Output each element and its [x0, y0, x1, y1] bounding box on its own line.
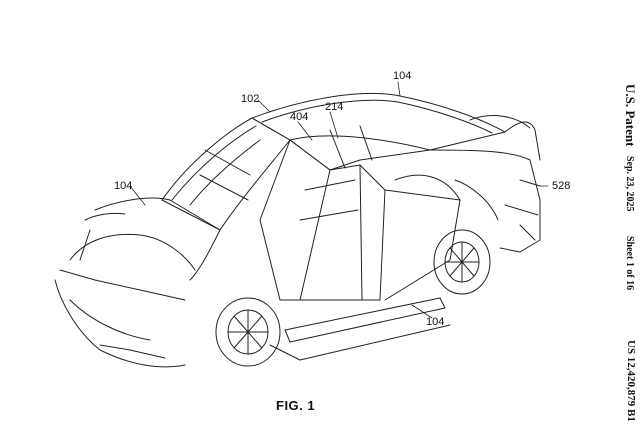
rear-body-section — [429, 115, 541, 253]
figure-caption: FIG. 1 — [276, 398, 316, 413]
front-wheel — [215, 297, 281, 367]
ref-numeral-104-left: 104 — [114, 180, 133, 192]
sheet-number: Sheet 1 of 16 — [624, 236, 635, 291]
patent-number: US 12,420,879 B1 — [625, 340, 637, 422]
rear-wheel — [433, 229, 491, 295]
ref-numeral-214: 214 — [325, 101, 344, 113]
ref-numeral-104-bottom: 104 — [426, 316, 445, 328]
patent-header-sidebar: U.S. Patent Sep. 23, 2025 Sheet 1 of 16 … — [604, 0, 638, 431]
glass-roof-panel — [251, 92, 506, 171]
sill-rocker — [269, 297, 451, 361]
publication-date: Sep. 23, 2025 — [624, 156, 635, 212]
door-openings — [259, 139, 461, 301]
ref-numeral-104-top: 104 — [393, 70, 412, 82]
leader-lines — [129, 81, 549, 319]
ref-numeral-528: 528 — [552, 180, 571, 192]
windshield-frame — [161, 117, 291, 231]
ref-numeral-102: 102 — [241, 93, 260, 105]
ref-numeral-404: 404 — [290, 111, 309, 123]
publication-type: U.S. Patent — [623, 84, 638, 147]
hood-and-front-end — [54, 197, 221, 368]
